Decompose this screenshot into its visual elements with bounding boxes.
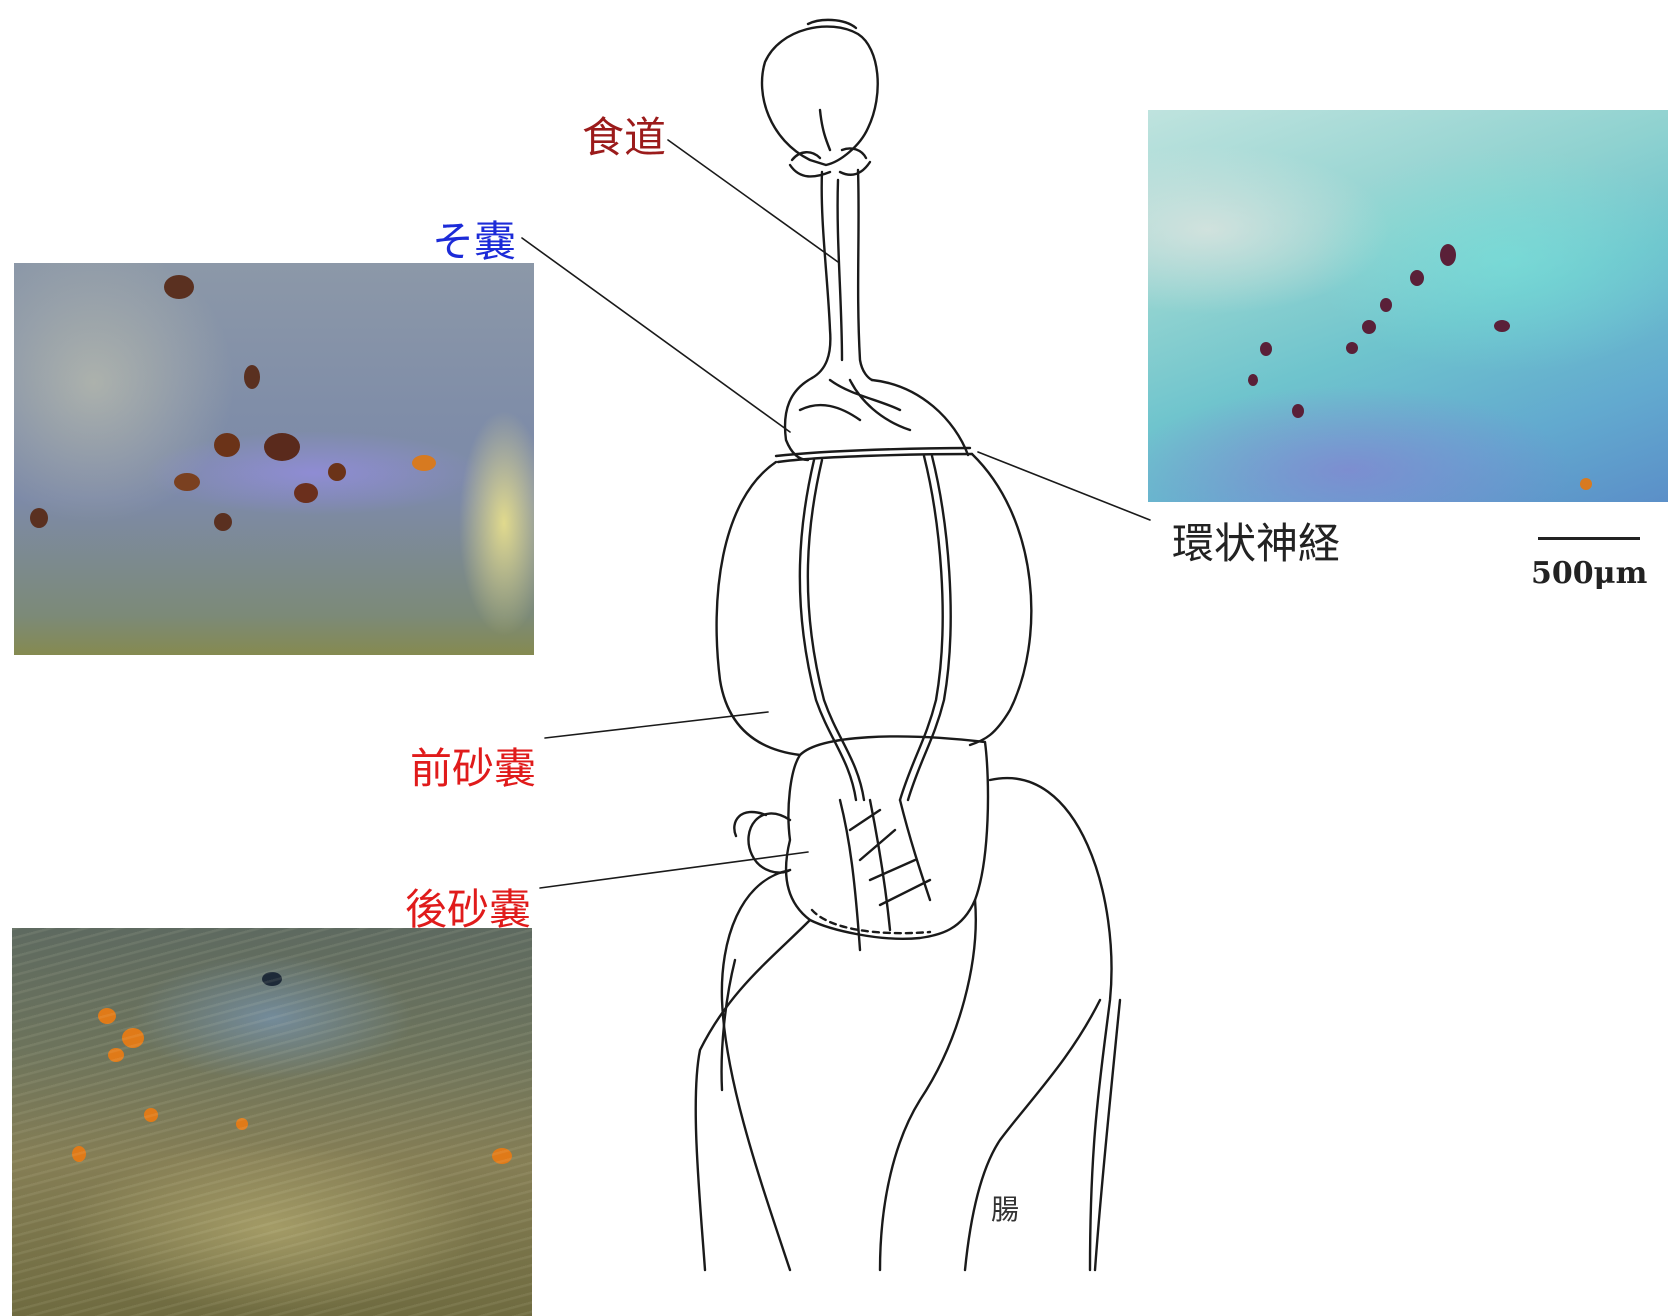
- crop-leader: [522, 238, 790, 432]
- front-gizzard-leader: [545, 712, 768, 738]
- ring-nerve-leader: [978, 452, 1150, 520]
- intestine-label: 腸: [991, 1188, 1019, 1228]
- rear-gizzard-label: 後砂嚢: [405, 876, 531, 937]
- crop-label: そ嚢: [432, 208, 516, 269]
- esophagus-leader: [668, 140, 838, 262]
- ring-nerve-label: 環状神経: [1172, 510, 1340, 571]
- esophagus-label: 食道: [582, 104, 666, 165]
- scale-bar-label: 500μm: [1531, 556, 1647, 591]
- intestine-outline: [748, 813, 790, 872]
- scale-bar: [1538, 537, 1640, 540]
- front-gizzard-outline: [717, 454, 1032, 755]
- head-outline: [762, 27, 878, 165]
- front-gizzard-label: 前砂嚢: [410, 735, 536, 796]
